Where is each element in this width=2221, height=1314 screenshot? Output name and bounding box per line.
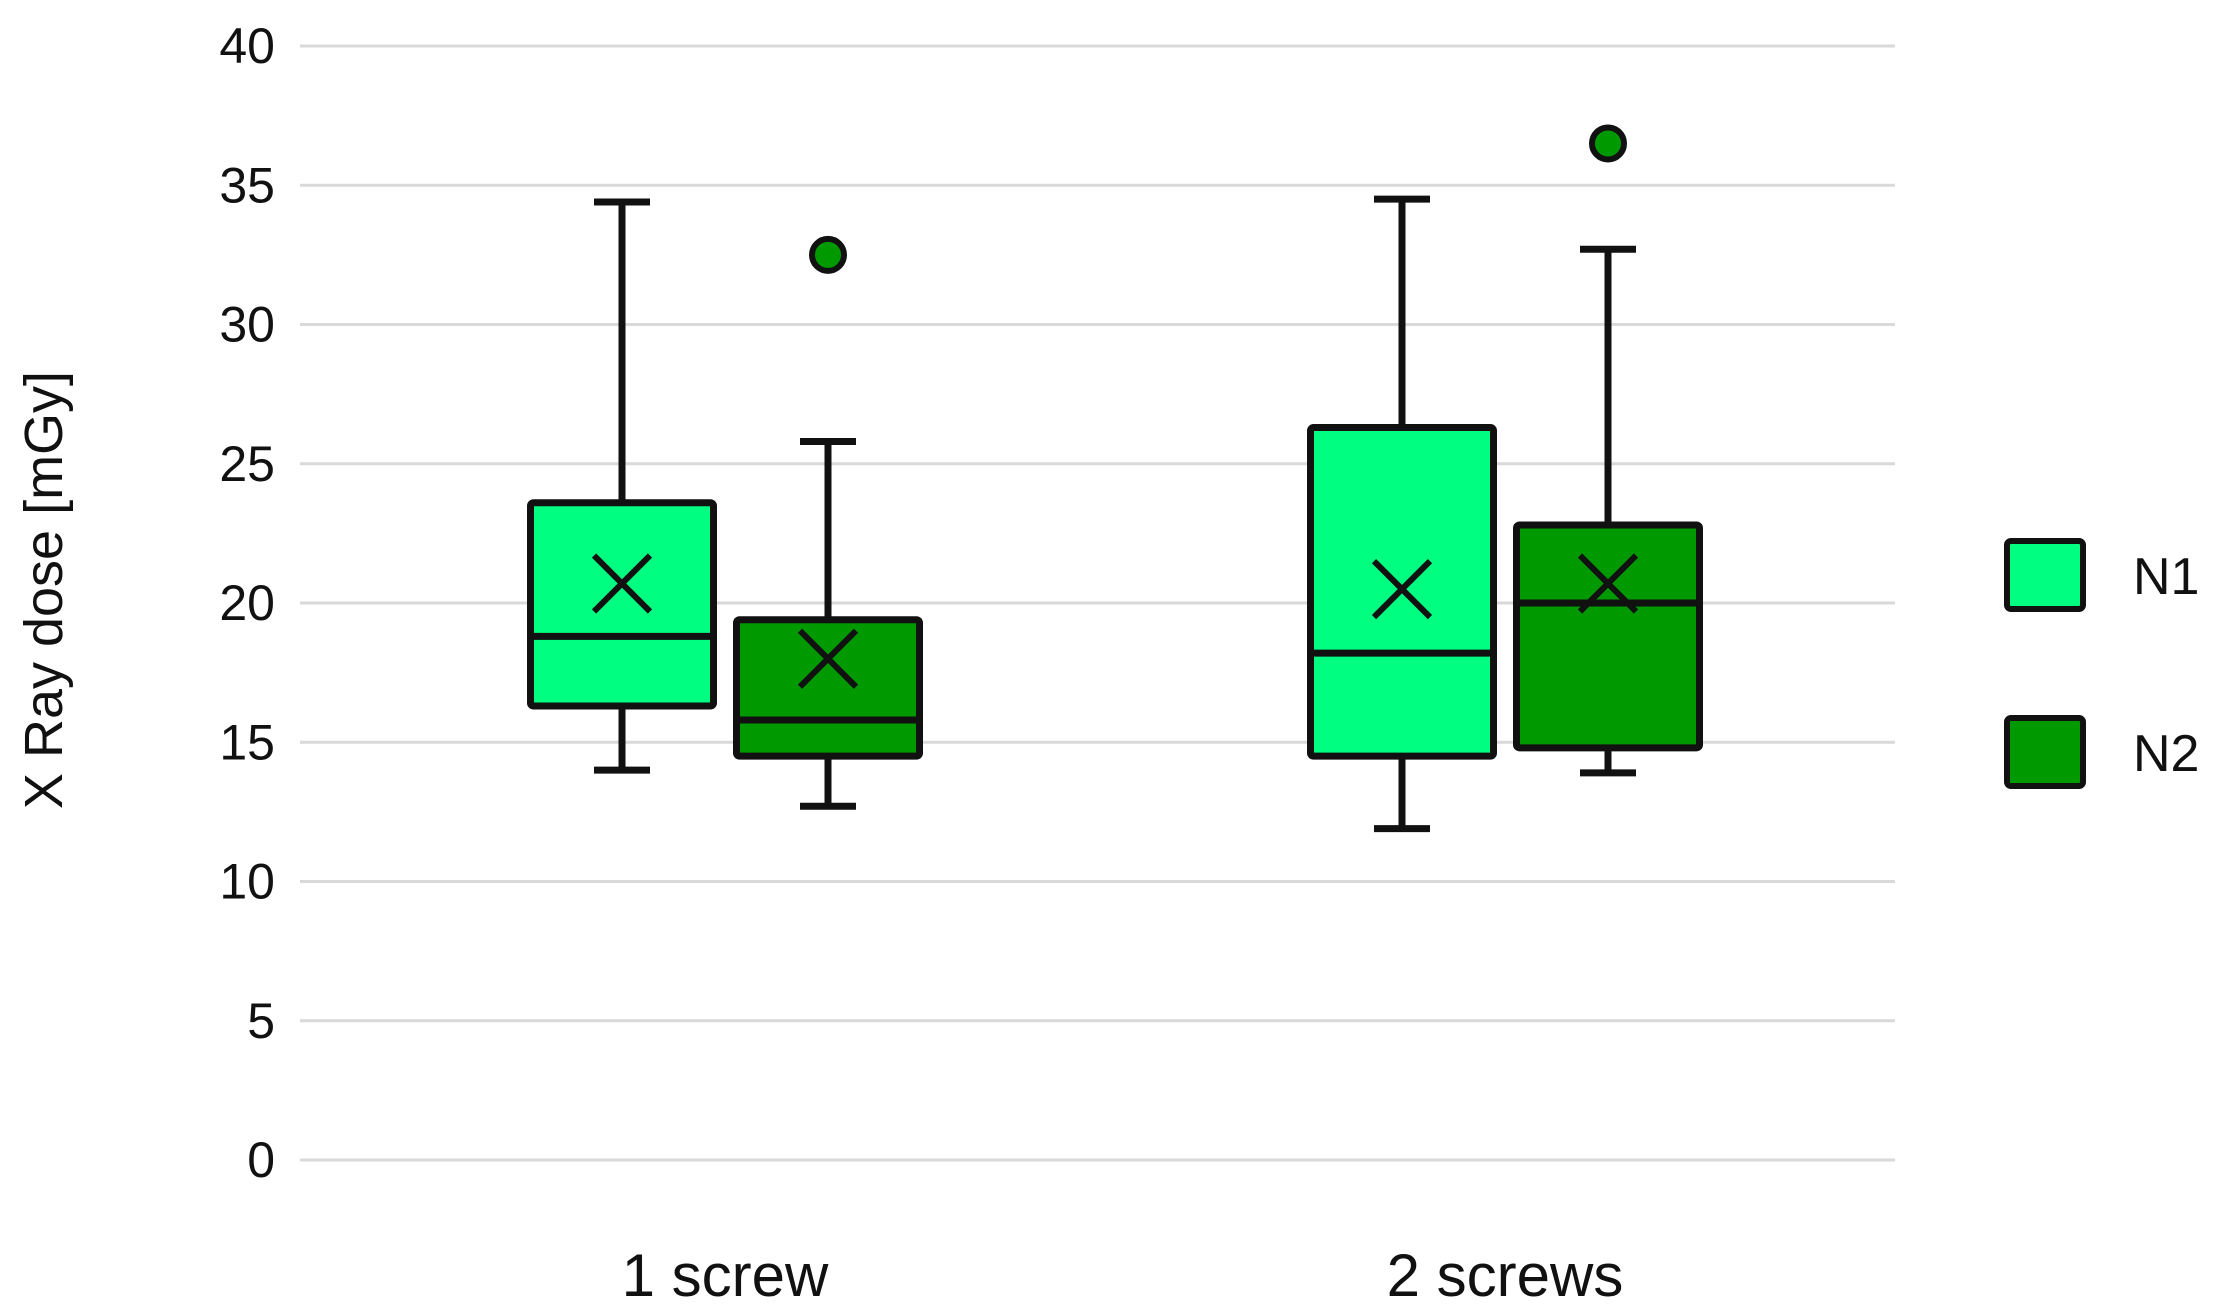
box-N1-2 [1307,195,1497,833]
legend-label-N2: N2 [2133,725,2199,783]
iqr-box [733,616,923,760]
box-N2-2 [1513,124,1703,777]
y-tick-label: 0 [247,1132,275,1188]
y-tick-label: 30 [219,297,275,353]
mean-marker [1371,558,1433,620]
y-tick-label: 15 [219,714,275,770]
x-category-label: 2 screws [1387,1242,1624,1309]
legend-swatch-N2 [2004,715,2086,789]
boxes [527,124,1703,833]
mean-marker [1577,553,1639,614]
box-N1-1 [527,198,717,774]
iqr-box [527,499,717,710]
x-axis-categories: 1 screw 2 screws [622,1242,1624,1309]
iqr-box [1513,521,1703,752]
y-tick-label: 5 [247,993,275,1049]
outlier-point [809,235,847,274]
mean-marker [591,553,653,614]
box-N2-1 [733,235,923,810]
legend-swatch-N1 [2004,538,2086,612]
y-axis-title: X Ray dose [mGy] [14,371,74,809]
y-tick-label: 40 [219,18,275,74]
y-tick-label: 25 [219,436,275,492]
y-tick-label: 35 [219,157,275,213]
y-axis-ticks: 0 5 10 15 20 25 30 35 40 [219,18,275,1188]
legend-label-N1: N1 [2133,548,2199,606]
mean-marker [797,628,859,689]
y-tick-label: 20 [219,575,275,631]
x-category-label: 1 screw [622,1242,829,1309]
outlier-point [1589,124,1627,163]
y-tick-label: 10 [219,854,275,910]
